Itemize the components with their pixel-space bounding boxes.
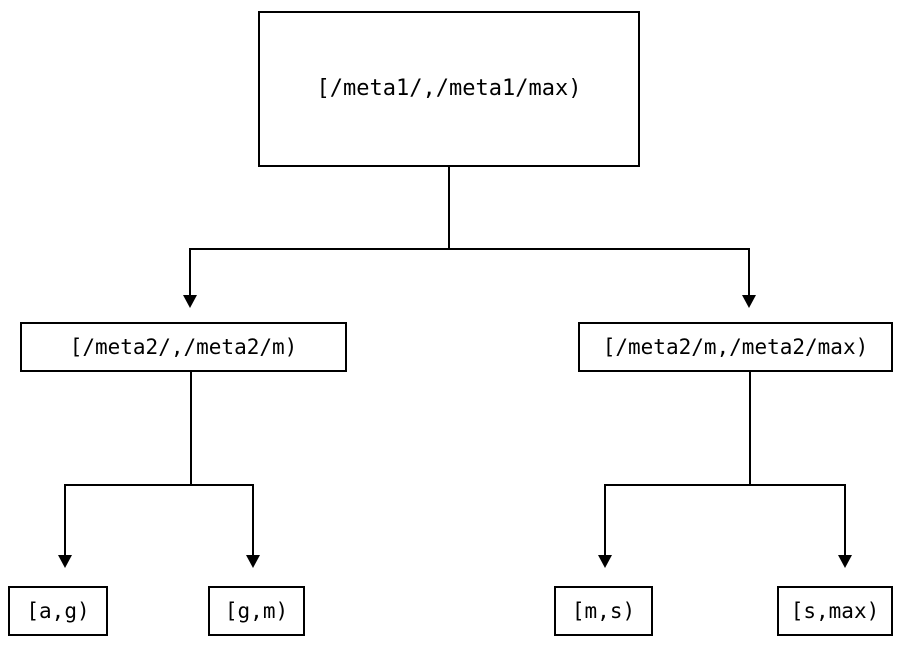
- arrowhead-mid-right-to-leaf-3: [838, 555, 852, 568]
- edge-drop-mid-right-to-leaf-2: [604, 484, 606, 557]
- node-leaf-s-max[interactable]: [s,max): [777, 586, 893, 636]
- node-leaf-m-s-label: [m,s): [571, 598, 636, 623]
- node-root-label: [/meta1/,/meta1/max): [316, 76, 582, 101]
- node-leaf-s-max-label: [s,max): [790, 598, 880, 623]
- node-leaf-a-g-label: [a,g): [26, 598, 90, 623]
- edge-bar-mid-left: [64, 484, 254, 486]
- edge-drop-root-to-mid-left: [189, 248, 191, 297]
- edge-drop-mid-left-to-leaf-0: [64, 484, 66, 557]
- edge-stem-mid-left: [190, 372, 192, 486]
- node-leaf-a-g[interactable]: [a,g): [8, 586, 108, 636]
- node-leaf-g-m-label: [g,m): [224, 598, 289, 623]
- edge-drop-mid-left-to-leaf-1: [252, 484, 254, 557]
- node-mid-right[interactable]: [/meta2/m,/meta2/max): [578, 322, 893, 372]
- arrowhead-root-to-mid-left: [183, 295, 197, 308]
- node-leaf-m-s[interactable]: [m,s): [554, 586, 653, 636]
- node-root[interactable]: [/meta1/,/meta1/max): [258, 11, 640, 167]
- edge-drop-mid-right-to-leaf-3: [844, 484, 846, 557]
- edge-drop-root-to-mid-right: [748, 248, 750, 297]
- node-leaf-g-m[interactable]: [g,m): [208, 586, 305, 636]
- node-mid-right-label: [/meta2/m,/meta2/max): [602, 334, 869, 359]
- node-mid-left[interactable]: [/meta2/,/meta2/m): [20, 322, 347, 372]
- edge-stem-mid-right: [749, 372, 751, 486]
- edge-bar-mid-right: [604, 484, 846, 486]
- arrowhead-mid-left-to-leaf-0: [58, 555, 72, 568]
- edge-stem-root: [448, 167, 450, 250]
- arrowhead-root-to-mid-right: [742, 295, 756, 308]
- arrowhead-mid-left-to-leaf-1: [246, 555, 260, 568]
- node-mid-left-label: [/meta2/,/meta2/m): [69, 334, 298, 359]
- edge-bar-root: [189, 248, 749, 250]
- arrowhead-mid-right-to-leaf-2: [598, 555, 612, 568]
